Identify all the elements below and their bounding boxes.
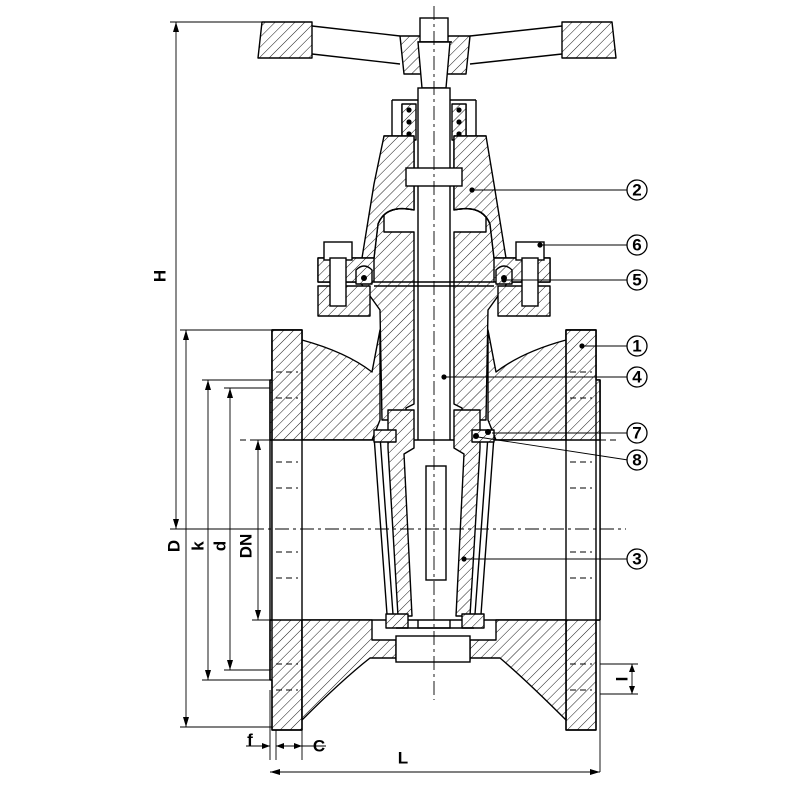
dim-label-k: k <box>189 541 208 551</box>
svg-text:6: 6 <box>632 236 641 255</box>
part-callout-8: 8 <box>626 449 648 471</box>
svg-text:8: 8 <box>632 451 641 470</box>
svg-text:4: 4 <box>632 368 642 387</box>
wedge <box>373 409 495 629</box>
bonnet-flange <box>317 241 551 317</box>
part-callouts: 2 6 5 1 4 7 8 3 <box>626 179 648 570</box>
part-callout-2: 2 <box>626 179 648 201</box>
center-lines <box>250 6 626 700</box>
part-callout-6: 6 <box>626 234 648 256</box>
dim-label-d: d <box>211 541 230 551</box>
part-callout-7: 7 <box>626 422 648 444</box>
svg-text:7: 7 <box>632 424 641 443</box>
dim-label-I: I <box>613 677 632 682</box>
dim-label-L: L <box>398 749 408 768</box>
dim-label-DN: DN <box>237 534 256 559</box>
svg-text:5: 5 <box>632 271 641 290</box>
part-callout-1: 1 <box>626 335 648 357</box>
svg-text:1: 1 <box>632 337 641 356</box>
part-callout-5: 5 <box>626 269 648 291</box>
dim-label-C: C <box>313 737 325 756</box>
part-callout-3: 3 <box>626 548 648 570</box>
dim-label-f: f <box>247 731 253 750</box>
dimension-labels: H D k d DN I f C L <box>151 270 632 768</box>
dim-label-H: H <box>151 270 170 282</box>
dimension-lines <box>170 21 638 775</box>
part-callout-4: 4 <box>626 366 648 388</box>
svg-text:3: 3 <box>632 550 641 569</box>
dim-label-D: D <box>165 540 184 552</box>
svg-text:2: 2 <box>632 181 641 200</box>
leader-lines <box>441 187 629 562</box>
